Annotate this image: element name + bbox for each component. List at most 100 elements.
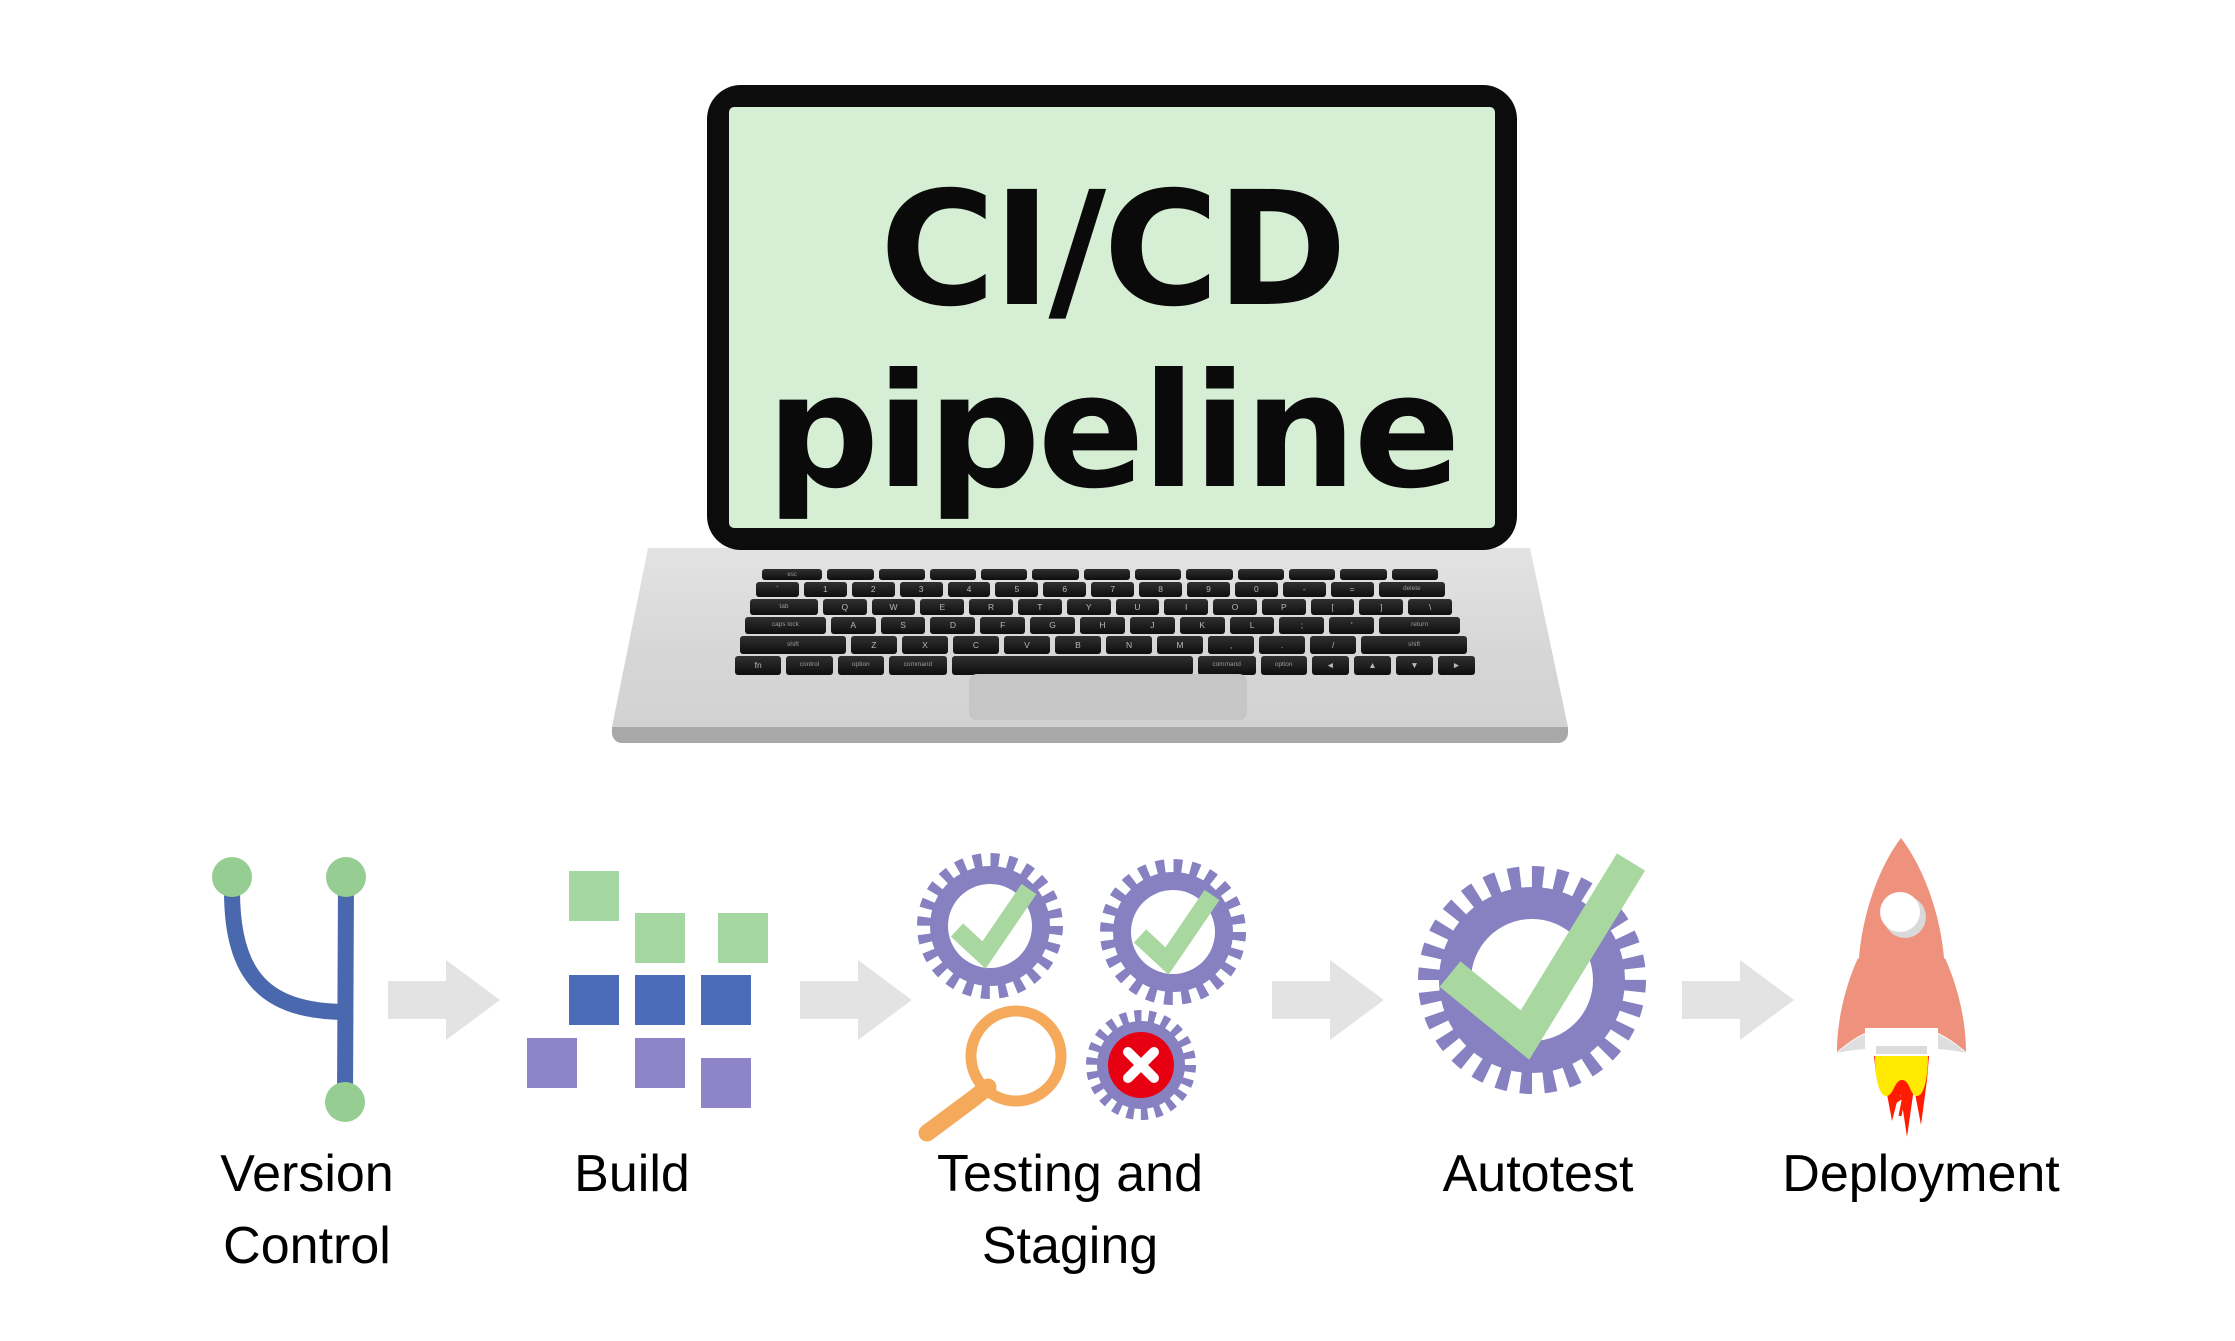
- laptop-screen: CI/CD pipeline: [729, 107, 1495, 528]
- key-3: 3: [899, 582, 943, 597]
- test-gear-check-icon: [917, 853, 1063, 999]
- autotest-gear-icon: [1418, 853, 1646, 1094]
- key-.: .: [1259, 636, 1306, 654]
- key-B: B: [1054, 636, 1102, 654]
- key-blank: [1186, 569, 1233, 580]
- label-line: Build: [574, 1145, 690, 1203]
- key-shift: shift: [1361, 636, 1468, 654]
- big-checkmark: [1439, 853, 1646, 1060]
- key-[: [: [1310, 599, 1355, 615]
- key-S: S: [880, 617, 926, 634]
- key-blank: [827, 569, 874, 580]
- key-blank: [929, 569, 977, 580]
- commit-dot: [212, 857, 252, 897]
- block-purple: [635, 1038, 685, 1088]
- x-mark: [1123, 1047, 1159, 1083]
- git-branch-icon: [212, 857, 366, 1122]
- rocket-nozzle-shadow: [1876, 1046, 1927, 1054]
- key-return: return: [1379, 617, 1460, 634]
- label-line: Staging: [981, 1217, 1159, 1275]
- key-option: option: [837, 656, 884, 675]
- key--: -: [1282, 582, 1326, 597]
- key-tab: tab: [750, 599, 818, 615]
- key-fn: fn: [735, 656, 782, 675]
- testing-gears-icon: [917, 853, 1246, 1142]
- block-blue: [569, 975, 619, 1025]
- key-blank: [951, 656, 1193, 675]
- key-W: W: [871, 599, 916, 615]
- flow-arrow-3: [1272, 960, 1384, 1040]
- block-purple: [701, 1058, 751, 1108]
- label-line: Control: [223, 1217, 391, 1275]
- key-=: =: [1330, 582, 1374, 597]
- block-purple: [527, 1038, 577, 1088]
- version-control-label: Version Control: [220, 1138, 393, 1282]
- build-label: Build: [574, 1138, 690, 1210]
- key-blank: [1289, 569, 1336, 580]
- key-F: F: [980, 617, 1026, 634]
- checkmark: [950, 883, 1037, 969]
- key-C: C: [952, 636, 999, 654]
- key-5: 5: [995, 582, 1039, 597]
- key-I: I: [1164, 599, 1209, 615]
- key-Q: Q: [822, 599, 867, 615]
- key-2: 2: [851, 582, 895, 597]
- key-;: ;: [1279, 617, 1325, 634]
- laptop-base-edge: [612, 727, 1568, 743]
- build-blocks-icon: [527, 871, 768, 1108]
- key-control: control: [786, 656, 833, 675]
- key-blank: [878, 569, 925, 580]
- key-0: 0: [1234, 582, 1278, 597]
- key-▼: ▼: [1395, 656, 1433, 675]
- flow-arrow-4: [1682, 960, 1794, 1040]
- key-\: \: [1408, 599, 1453, 615]
- key-blank: [1083, 569, 1131, 580]
- key-7: 7: [1091, 582, 1135, 597]
- label-line: Testing and: [937, 1145, 1203, 1203]
- commit-dot: [325, 1082, 365, 1122]
- label-line: Autotest: [1442, 1145, 1634, 1203]
- test-gear-check-icon: [1100, 859, 1246, 1005]
- key-blank: [1340, 569, 1387, 580]
- key-J: J: [1129, 617, 1175, 634]
- flow-arrow-1: [388, 960, 500, 1040]
- key-D: D: [930, 617, 976, 634]
- key-G: G: [1030, 617, 1076, 634]
- key-Y: Y: [1066, 599, 1111, 615]
- key-Z: Z: [850, 636, 897, 654]
- key-esc: esc: [762, 569, 823, 580]
- flame-yellow: [1875, 1056, 1928, 1096]
- key-blank: [1032, 569, 1079, 580]
- key-caps lock: caps lock: [745, 617, 826, 634]
- checkmark: [1133, 889, 1220, 975]
- key-U: U: [1115, 599, 1160, 615]
- key-H: H: [1080, 617, 1125, 634]
- key-/: /: [1310, 636, 1357, 654]
- flow-arrow-2: [800, 960, 912, 1040]
- key-,: ,: [1208, 636, 1255, 654]
- key-P: P: [1261, 599, 1306, 615]
- key-▲: ▲: [1353, 656, 1391, 675]
- deployment-label: Deployment: [1782, 1138, 2059, 1210]
- key-blank: [981, 569, 1028, 580]
- key-T: T: [1017, 599, 1062, 615]
- keyboard-row: esc: [762, 569, 1438, 580]
- key-X: X: [901, 636, 948, 654]
- block-blue: [701, 975, 751, 1025]
- key-]: ]: [1359, 599, 1404, 615]
- key-command: command: [888, 656, 947, 675]
- testing-staging-label: Testing and Staging: [937, 1138, 1203, 1282]
- key-R: R: [969, 599, 1013, 615]
- key-blank: [1237, 569, 1285, 580]
- screen-title-line2: pipeline: [766, 340, 1460, 524]
- key-4: 4: [947, 582, 991, 597]
- key-blank: [1391, 569, 1438, 580]
- commit-dot: [326, 857, 366, 897]
- block-green: [569, 871, 619, 921]
- key-command: command: [1197, 656, 1256, 675]
- key-M: M: [1157, 636, 1204, 654]
